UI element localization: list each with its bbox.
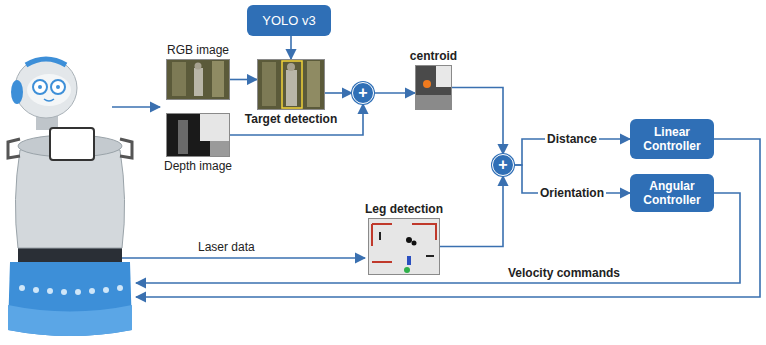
target-picture [257, 59, 325, 110]
box-text: Angular Controller [634, 179, 710, 207]
connector [440, 176, 503, 247]
connector [290, 36, 292, 59]
panel-heading: Depth image [164, 159, 232, 173]
signal-label: Velocity commands [506, 266, 622, 280]
box-text: YOLO v3 [262, 14, 315, 28]
connector [230, 104, 363, 135]
sum-sign: + [358, 85, 367, 101]
sum-junction: + [492, 154, 514, 176]
box-text: Linear Controller [634, 125, 710, 153]
rgb-picture [166, 59, 230, 100]
image-panel: centroid [415, 65, 452, 110]
panel-heading: centroid [410, 49, 457, 63]
laser-picture [368, 218, 440, 275]
image-panel: RGB image [166, 59, 230, 100]
image-panel: Target detection [257, 59, 325, 110]
depth-picture [166, 113, 230, 157]
process-box: Angular Controller [630, 174, 714, 212]
connector [325, 92, 352, 94]
signal-label: Laser data [196, 240, 257, 254]
edge-label: Distance [545, 132, 599, 146]
signal-wires [112, 107, 760, 297]
image-panel: Depth image [166, 113, 230, 157]
connector [374, 92, 415, 94]
edge-label: Orientation [538, 186, 606, 200]
connector [230, 79, 257, 81]
centroid-picture [415, 65, 452, 110]
process-box: Linear Controller [630, 119, 714, 159]
panel-heading: RGB image [167, 43, 229, 57]
panel-heading: Target detection [245, 112, 337, 126]
image-panel: Leg detection [368, 218, 440, 275]
robot-figure [8, 58, 132, 336]
sum-junction: + [352, 82, 374, 104]
connector [452, 88, 503, 155]
panel-heading: Leg detection [365, 202, 443, 216]
process-box: YOLO v3 [247, 5, 331, 36]
sum-sign: + [498, 157, 507, 173]
